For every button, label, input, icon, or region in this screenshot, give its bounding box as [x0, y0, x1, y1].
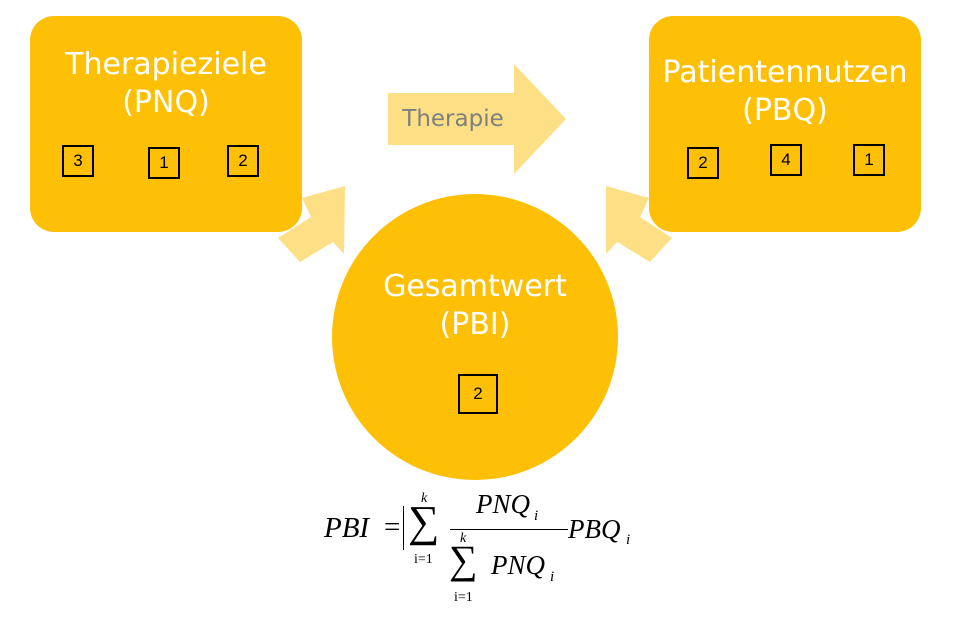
formula-factor-subscript: i: [626, 532, 631, 548]
patient-benefit-title-line1: Patientennutzen: [662, 55, 908, 90]
total-value-title: Gesamtwert (PBI): [332, 268, 618, 344]
therapy-goals-title-line1: Therapieziele: [65, 47, 267, 82]
pbi-value-box: 2: [458, 374, 498, 414]
formula-factor: PBQ: [568, 514, 621, 544]
total-value-node: Gesamtwert (PBI) 2: [332, 194, 618, 480]
patient-benefit-node: Patientennutzen (PBQ) 2 4 1: [649, 16, 921, 232]
therapy-goals-title-line2: (PNQ): [122, 85, 210, 120]
inner-sum-upper-limit: k: [460, 531, 467, 546]
patient-benefit-title-line2: (PBQ): [742, 93, 828, 128]
formula-bar: [403, 506, 404, 550]
outer-sum-symbol: ∑: [408, 497, 440, 546]
inner-sum-symbol: ∑: [449, 537, 478, 582]
pnq-to-pbi-arrow-shape: [278, 186, 345, 262]
total-value-title-line1: Gesamtwert: [383, 269, 567, 304]
pbq-value-box: 2: [687, 147, 719, 179]
pbq-to-pbi-arrow-shape: [606, 186, 672, 262]
fraction-line: [450, 529, 568, 530]
patient-benefit-title: Patientennutzen (PBQ): [649, 54, 921, 130]
therapy-arrow-shape: [388, 64, 566, 174]
fraction-denominator-subscript: i: [550, 569, 555, 585]
pbq-value-box: 1: [853, 144, 885, 176]
inner-sum-lower-limit: i=1: [454, 590, 473, 605]
formula-lhs: PBI: [324, 512, 370, 544]
pnq-value-box: 1: [148, 147, 180, 179]
outer-sum-upper-limit: k: [421, 491, 428, 506]
pnq-value-box: 2: [227, 145, 259, 177]
fraction-denominator: PNQ: [491, 550, 545, 580]
therapy-goals-title: Therapieziele (PNQ): [30, 46, 302, 122]
therapy-goals-node: Therapieziele (PNQ) 3 1 2: [30, 16, 302, 232]
fraction-numerator: PNQ: [476, 489, 530, 519]
pnq-value-box: 3: [62, 145, 94, 177]
formula-equals: =: [384, 511, 401, 543]
outer-sum-lower-limit: i=1: [414, 552, 433, 567]
therapy-arrow-label: Therapie: [402, 106, 504, 132]
pbq-value-box: 4: [770, 144, 802, 176]
pbi-formula: PBI = k ∑ i=1 PNQ i k ∑ i=1 PNQ i PBQ i: [318, 486, 648, 616]
total-value-title-line2: (PBI): [439, 307, 511, 342]
fraction-numerator-subscript: i: [534, 508, 539, 524]
